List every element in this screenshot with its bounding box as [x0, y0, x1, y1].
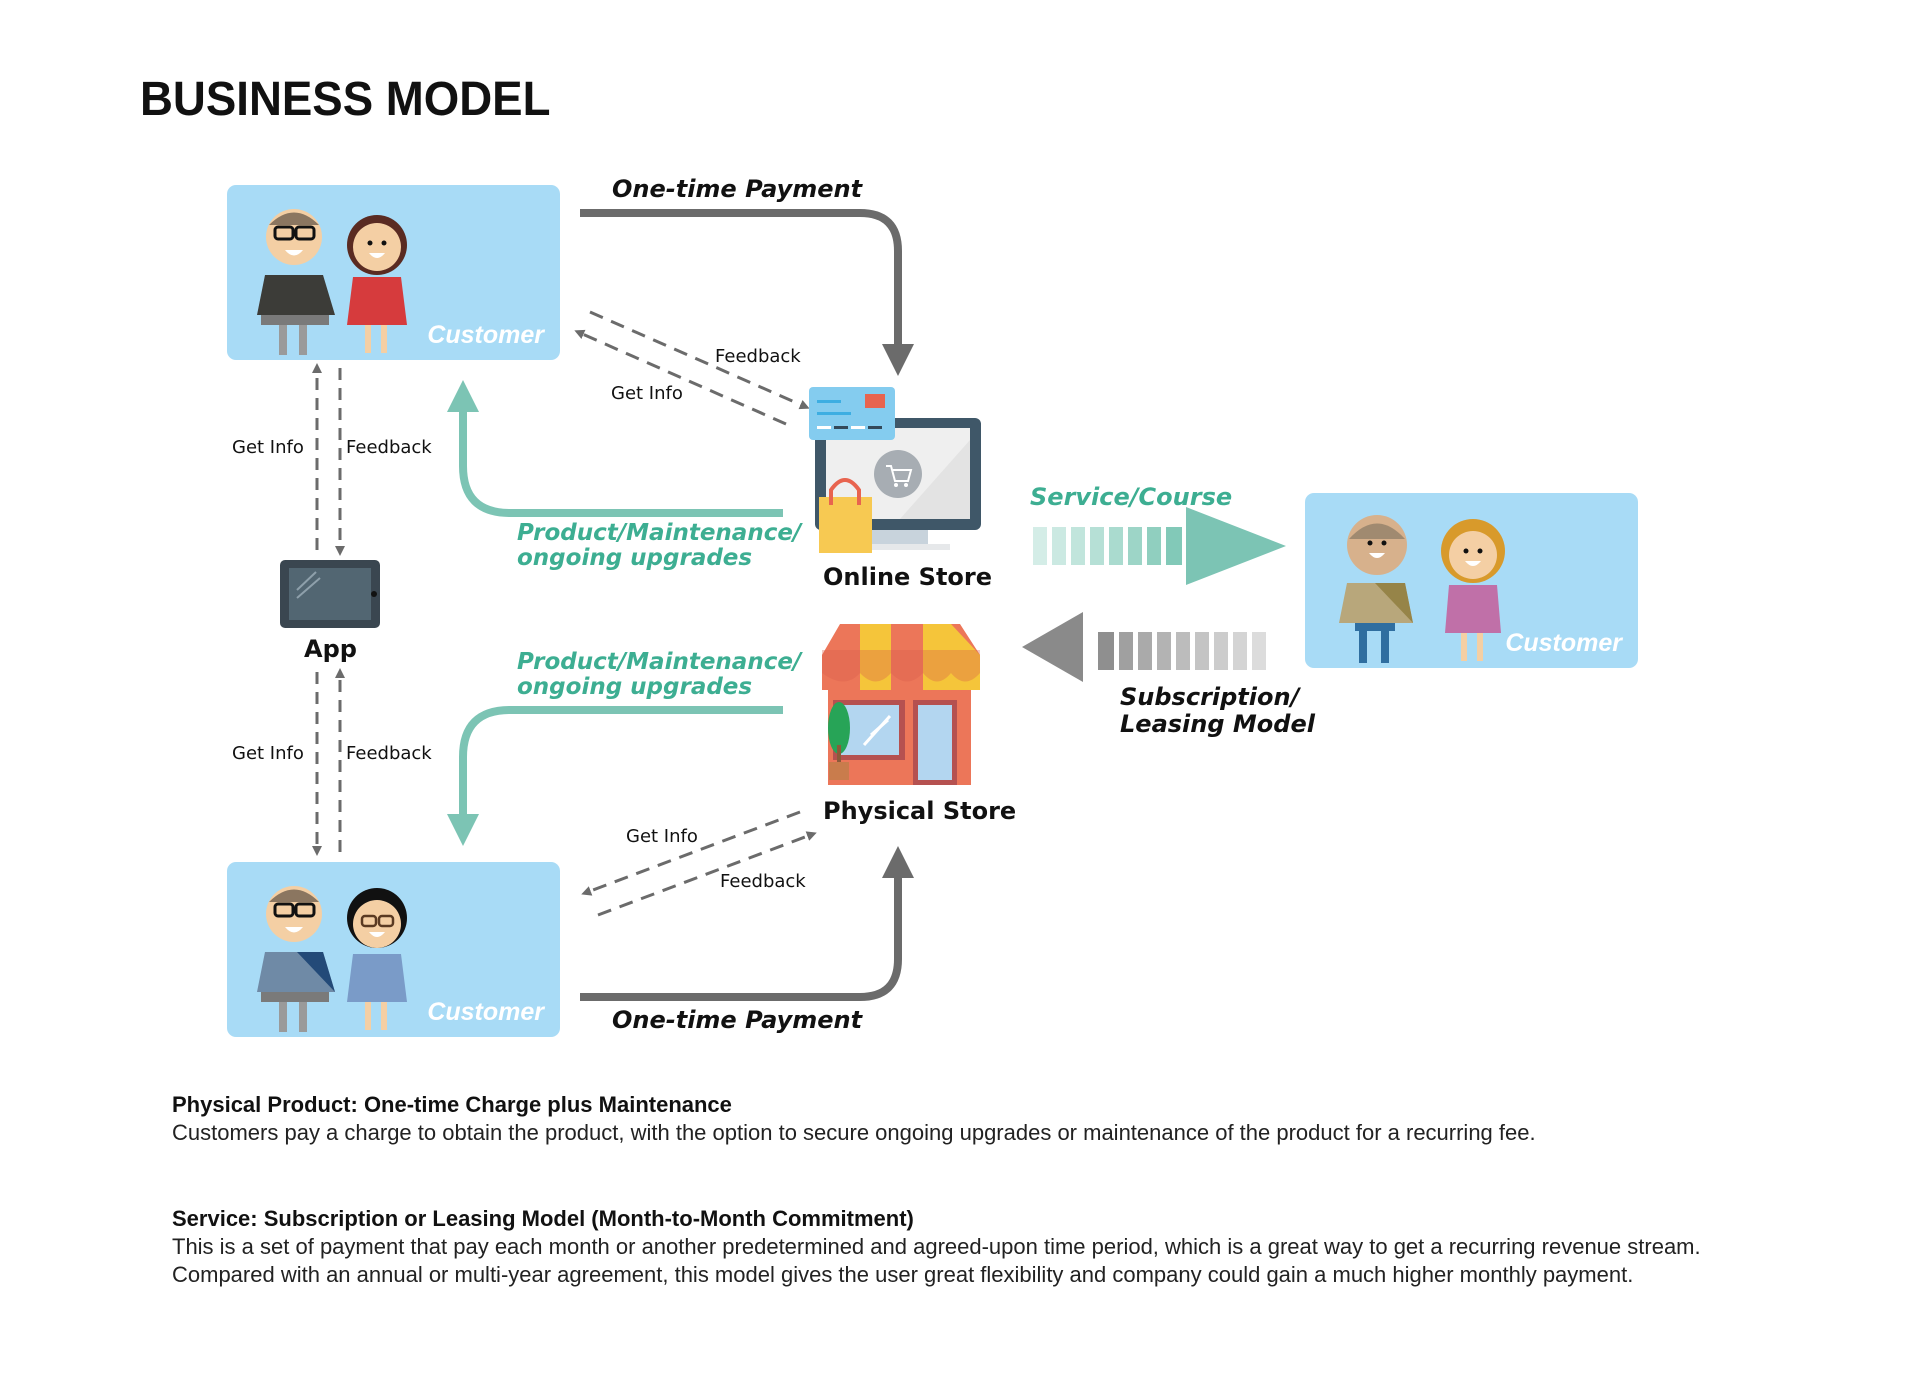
- customer-label: Customer: [1505, 629, 1622, 657]
- app-top-getinfo-label: Get Info: [232, 437, 304, 458]
- customer-couple-icon: [1339, 515, 1505, 663]
- bottom-payment-arrow: [580, 846, 914, 1001]
- shopping-bag-icon: [819, 497, 872, 553]
- tablet-icon: [280, 560, 380, 628]
- bottom-payment-label: One-time Payment: [612, 1006, 863, 1034]
- description-heading: Service: Subscription or Leasing Model (…: [172, 1206, 914, 1231]
- description-text: Compared with an annual or multi-year ag…: [172, 1262, 1634, 1287]
- service-arrow: [1033, 507, 1286, 585]
- physical-getinfo-arrow: [581, 810, 801, 896]
- top-payment-label: One-time Payment: [612, 175, 863, 203]
- description-service: Service: Subscription or Leasing Model (…: [172, 1205, 1812, 1289]
- physical-getinfo-label: Get Info: [626, 826, 698, 847]
- top-product-arrow: [447, 380, 783, 517]
- subscription-arrow: [1022, 612, 1266, 682]
- top-payment-arrow: [580, 209, 914, 376]
- physical-feedback-arrow: [597, 831, 817, 917]
- app-label: App: [304, 635, 357, 663]
- description-heading: Physical Product: One-time Charge plus M…: [172, 1092, 732, 1117]
- customer-box-right: Customer: [1305, 493, 1638, 668]
- online-getinfo-arrow: [574, 329, 787, 426]
- service-label: Service/Course: [1030, 483, 1233, 511]
- customer-couple-icon: [257, 209, 407, 355]
- bottom-product-arrow: [447, 706, 783, 846]
- plant-icon: [828, 702, 850, 754]
- customer-label: Customer: [427, 321, 544, 349]
- top-product-label: Product/Maintenance/ ongoing upgrades: [517, 520, 802, 571]
- online-feedback-label: Feedback: [715, 346, 801, 367]
- physical-store-icon: [822, 624, 980, 785]
- physical-feedback-label: Feedback: [720, 871, 806, 892]
- app-bottom-getinfo-label: Get Info: [232, 743, 304, 764]
- customer-couple-icon: [257, 886, 407, 1032]
- cart-icon: [874, 450, 922, 498]
- online-store-icon: [809, 387, 981, 553]
- customer-label: Customer: [427, 998, 544, 1026]
- online-store-label: Online Store: [823, 563, 993, 591]
- subscription-label: Subscription/ Leasing Model: [1120, 683, 1315, 738]
- app-bottom-feedback-label: Feedback: [346, 743, 432, 764]
- customer-box-bottom: Customer: [227, 862, 560, 1037]
- description-text: Customers pay a charge to obtain the pro…: [172, 1120, 1536, 1145]
- online-feedback-arrow: [589, 310, 810, 410]
- bottom-product-label: Product/Maintenance/ ongoing upgrades: [517, 649, 802, 700]
- physical-store-label: Physical Store: [823, 797, 1017, 825]
- app-top-feedback-label: Feedback: [346, 437, 432, 458]
- customer-box-top: Customer: [227, 185, 560, 360]
- online-getinfo-label: Get Info: [611, 383, 683, 404]
- page-title: BUSINESS MODEL: [140, 73, 551, 126]
- description-physical: Physical Product: One-time Charge plus M…: [172, 1091, 1812, 1147]
- description-text: This is a set of payment that pay each m…: [172, 1234, 1701, 1259]
